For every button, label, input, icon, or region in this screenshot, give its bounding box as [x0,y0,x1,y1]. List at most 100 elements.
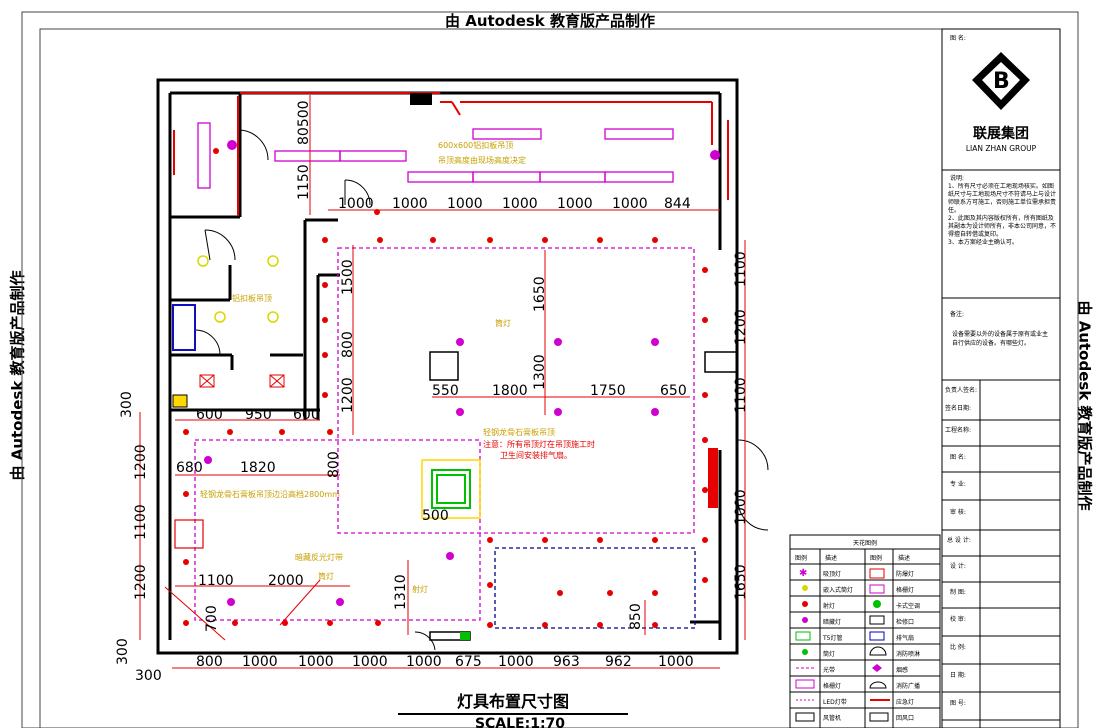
dim-800: 800 [340,331,356,358]
legend-row7-desc: 光带 [823,666,835,674]
dim-left-2: 1200 [133,444,149,480]
dim-550: 550 [432,383,459,399]
dim-right-3: 1100 [733,377,749,413]
legend-row10-desc2: 回风口 [896,715,914,722]
tb-remark-text: 设备需要以外的设备属于原有或业主自行供应的设备。有哪些灯。 [952,331,1049,347]
tb-field-8: 设 计: [950,562,966,570]
legend-row1-desc: 吸顶灯 [823,570,841,578]
dim-bottom-6: 675 [455,654,482,670]
symbol-access-icon [869,615,885,625]
title-block: 图 名: B 联展集团 LIAN ZHAN GROUP 说明: 1、所有尺寸必须… [941,28,1061,728]
dim-600a: 600 [196,407,223,423]
magenta-fixtures [194,122,696,629]
dims-top: 1000 1000 1000 1000 1000 1000 844 [338,196,691,212]
legend-h1: 图例 [795,554,807,562]
sheet-frame [21,11,1079,728]
tb-field-7: 总 设 计: [947,536,971,544]
tb-note-2: 2、此图及其内容版权所有，所有图纸及其副本为设计师所有，非本公司同意，不得擅自转… [948,215,1056,238]
note-gypsum-edge: 轻钢龙骨石膏板吊顶边沿高档2800mm [200,489,340,499]
dim-1150: 1150 [296,164,312,200]
legend-row9-desc: LED灯带 [823,698,847,706]
column-center [429,351,459,381]
symbol-box-icon [869,568,885,579]
legend-row1-desc2: 防爆灯 [896,570,914,578]
note-downlight: 筒灯 [318,571,334,581]
tb-field-13: 图 号: [950,700,966,707]
dim-1500: 1500 [340,259,356,295]
dim-1100: 1100 [198,573,234,589]
note-red-1: 注意：所有吊顶灯在吊顶施工时 [483,439,595,449]
red-strip [708,448,718,508]
symbol-speaker-icon [869,681,887,689]
tb-field-12: 日 期: [950,671,966,679]
dim-80500: 80500 [296,100,312,145]
tb-field-4: 图 名: [950,453,966,461]
symbol-dot-icon [802,585,808,591]
dim-left-3: 1100 [133,504,149,540]
tb-field-3: 工程名称: [945,426,971,434]
green-table [421,459,481,519]
dim-850: 850 [628,603,644,630]
dim-bottom-10: 1000 [658,654,694,670]
legend-h2: 描述 [825,554,837,562]
dim-650: 650 [660,383,687,399]
symbol-return-icon [869,712,889,722]
door-swings [194,129,769,651]
note-aluminum: 铝扣板吊顶 [232,293,272,303]
note-gypsum: 轻钢龙骨石膏板吊顶 [483,427,555,437]
symbol-t5-icon [795,631,811,641]
column-right [704,351,738,373]
company-name-cn: 联展集团 [973,125,1029,142]
dim-right-2: 1200 [733,309,749,345]
dim-680: 680 [176,460,203,476]
dims-bottom: 800 1000 1000 1000 1000 675 1000 963 962… [196,654,694,670]
dim-left-4: 1200 [133,564,149,600]
magenta-stars [204,140,720,606]
legend-row3-desc2: 卡式空调 [896,602,920,610]
legend-row6-desc2: 消防喷淋 [896,650,920,658]
symbol-hidden-icon [802,617,808,623]
yellow-lights [197,255,279,323]
column-top [410,93,432,105]
dim-bottom-4: 1000 [352,654,388,670]
tb-notes-label: 说明: [950,174,964,182]
dim-top-7: 844 [664,196,691,212]
dim-1300: 1300 [532,354,548,390]
walls [168,91,722,640]
drawing-scale: SCALE:1:70 [475,716,565,728]
dim-1800: 1800 [492,383,528,399]
dim-1750: 1750 [590,383,626,399]
company-name-en: LIAN ZHAN GROUP [966,144,1037,153]
building-outline [156,78,739,655]
dim-top-5: 1000 [557,196,593,212]
legend-row2-desc: 嵌入式筒灯 [823,586,853,594]
company-logo-icon: B [972,52,1030,110]
tb-project-label: 图 名: [950,34,966,42]
dim-top-2: 1000 [392,196,428,212]
dim-right-5: 1650 [733,564,749,600]
legend-table: 天花图例 图例 描述 图例 描述 吸顶灯 防爆灯 嵌入式筒灯 格栅灯 射灯 卡式… [789,534,941,728]
dim-top-1: 1000 [338,196,374,212]
red-partitions [173,92,729,216]
note-downlight2: 射灯 [412,584,428,594]
legend-h3: 图例 [870,554,882,562]
tb-field-11: 比 例: [950,643,966,651]
dim-left-1: 300 [119,391,135,418]
dimension-lines [139,95,746,669]
dim-top-6: 1000 [612,196,648,212]
legend-row4-desc2: 检修口 [896,618,914,626]
legend-row6-desc: 筒灯 [823,650,835,658]
dim-bottom-1: 800 [196,654,223,670]
legend-row8-desc2: 消防广播 [896,682,920,690]
tb-note-3: 3、本方案经业主确认可。 [948,239,1018,246]
exhaust-fans [199,374,285,388]
tb-field-2: 签名日期: [945,404,971,412]
dim-1650: 1650 [532,276,548,312]
dim-950: 950 [245,407,272,423]
symbol-smoke-icon [872,664,882,672]
legend-row5-desc: T5灯管 [822,634,842,642]
legend-row7-desc2: 烟感 [896,666,908,674]
dims-right: 1100 1200 1100 1000 1650 [733,251,749,600]
legend-row9-desc2: 应急灯 [896,698,914,706]
